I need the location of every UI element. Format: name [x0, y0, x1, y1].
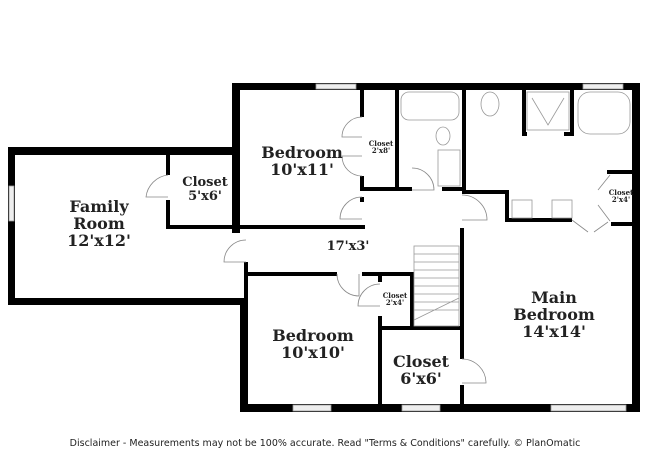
disclaimer: Disclaimer - Measurements may not be 100…: [69, 438, 581, 449]
room-name: Main: [531, 288, 577, 307]
room-size: 12'x12': [67, 230, 131, 250]
room-name: Closet: [392, 352, 450, 371]
toilet: [480, 91, 500, 117]
main-bedroom-label: Main Bedroom 14'x14': [513, 288, 595, 341]
bedroom-lower-label: Bedroom 10'x10': [272, 326, 354, 362]
room-size: 6'x6': [400, 368, 442, 388]
family-room-label: Family Room 12'x12': [67, 197, 131, 250]
room-name: Room: [73, 213, 125, 233]
bathtub: [400, 91, 460, 121]
room-size: 14'x14': [522, 321, 586, 341]
room-name: Closet: [182, 175, 228, 190]
windows: [8, 83, 627, 412]
closet-master-label: Closet 2'x4': [609, 189, 634, 204]
bedroom-upper-label: Bedroom 10'x11': [261, 143, 343, 179]
fixtures: [400, 91, 631, 327]
closet-family-label: Closet 5'x6': [182, 176, 228, 203]
hallway-label: 17'x3': [327, 240, 370, 254]
room-size: 10'x11': [270, 159, 334, 179]
room-size: 2'x8': [371, 146, 391, 156]
room-name: Bedroom: [272, 326, 354, 345]
room-name: Bedroom: [513, 304, 595, 324]
sink: [437, 149, 461, 187]
shower: [526, 91, 570, 131]
sink: [551, 199, 573, 219]
room-size: 2'x4': [385, 298, 405, 308]
room-name: Closet: [368, 139, 394, 148]
room-size: 5'x6': [188, 188, 222, 204]
room-size: 10'x10': [281, 342, 345, 362]
sink: [511, 199, 533, 219]
doors: [145, 116, 611, 384]
room-name: Closet: [382, 291, 408, 300]
toilet: [435, 126, 451, 146]
room-name: Family: [69, 197, 129, 216]
staircase: [413, 245, 460, 327]
room-size: 17'x3': [326, 239, 370, 254]
room-size: 2'x4': [611, 195, 631, 205]
closet-hall-label: Closet 2'x4': [383, 292, 408, 307]
closet-upper-bedroom-label: Closet 2'x8': [369, 140, 394, 155]
room-name: Closet: [608, 188, 634, 197]
bathtub: [577, 91, 631, 135]
room-name: Bedroom: [261, 143, 343, 162]
closet-large-label: Closet 6'x6': [392, 352, 450, 388]
